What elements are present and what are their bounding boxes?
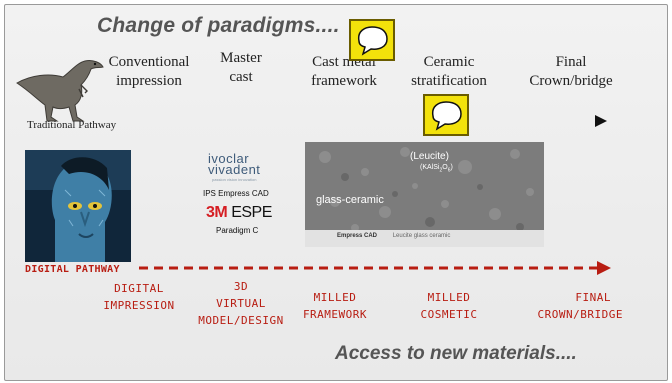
logo-line: ivoclar <box>208 151 250 166</box>
trad-step-master-cast: Master cast <box>211 49 271 87</box>
avatar-portrait <box>25 150 131 262</box>
trad-step-ceramic-stratification: Ceramic stratification <box>399 53 499 91</box>
trad-step-line: framework <box>311 73 377 89</box>
sem-glass-ceramic-label: glass-ceramic <box>316 194 384 206</box>
traditional-pathway-label: Traditional Pathway <box>27 119 117 131</box>
trad-step-line: impression <box>116 73 182 89</box>
sem-formula-label: (KAlSi2O6) <box>420 164 453 173</box>
digital-step-impression: DIGITAL IMPRESSION <box>99 280 179 314</box>
slide: Change of paradigms.... Conventional imp… <box>4 4 668 381</box>
digital-step-milled-framework: MILLED FRAMEWORK <box>295 289 375 323</box>
vendor-logos: ivoclar vivadent passion vision innovati… <box>198 151 298 243</box>
formula-sub: 6 <box>447 167 451 174</box>
trad-step-conventional-impression: Conventional impression <box>103 53 195 91</box>
digital-step-final-crown: FINAL CROWN/BRIDGE <box>519 289 623 323</box>
sem-micrograph: (Leucite) (KAlSi2O6) glass-ceramic Empre… <box>305 142 544 247</box>
ivoclar-vivadent-logo: ivoclar vivadent <box>208 151 261 177</box>
logo-3m: 3M <box>206 204 228 221</box>
formula-sub: 2 <box>439 167 443 174</box>
formula-part: ) <box>450 164 453 171</box>
paradigm-c-label: Paradigm C <box>216 226 259 235</box>
slide-title: Change of paradigms.... <box>97 14 340 37</box>
3m-espe-logo: 3M ESPE <box>206 204 272 222</box>
digital-step-line: COSMETIC <box>420 308 478 321</box>
sem-caption-sub: Leucite glass ceramic <box>392 233 451 239</box>
speech-bubble-icon <box>349 19 395 61</box>
digital-step-line: MODEL/DESIGN <box>198 314 284 327</box>
traditional-pathway-arrow <box>147 115 607 127</box>
slide-footer: Access to new materials.... <box>335 343 577 364</box>
logo-espe: ESPE <box>231 204 272 221</box>
digital-step-line: MILLED <box>313 291 357 304</box>
digital-step-line: 3D <box>233 280 249 293</box>
ivoclar-tagline: passion vision innovation <box>212 177 257 182</box>
digital-step-line: FRAMEWORK <box>302 308 368 321</box>
logo-line: vivadent <box>208 162 261 177</box>
digital-step-line: IMPRESSION <box>103 299 175 312</box>
digital-step-milled-cosmetic: MILLED COSMETIC <box>411 289 487 323</box>
digital-step-line: VIRTUAL <box>216 297 266 310</box>
digital-pathway-label: DIGITAL PATHWAY <box>25 264 120 275</box>
digital-step-line: CROWN/BRIDGE <box>537 308 623 321</box>
trad-step-line: cast <box>229 69 253 85</box>
dinosaur-icon <box>16 60 104 122</box>
formula-part: (KAlSi <box>420 164 440 171</box>
sem-caption: Empress CAD Leucite glass ceramic <box>337 233 450 239</box>
trad-step-line: Master <box>220 50 262 66</box>
sem-leucite-label: (Leucite) <box>410 151 449 162</box>
trad-step-line: Final <box>555 54 587 70</box>
trad-step-line: Conventional <box>108 54 190 70</box>
trad-step-final-crown: Final Crown/bridge <box>521 53 621 91</box>
ips-empress-label: IPS Empress CAD <box>203 189 269 198</box>
trad-step-line: Ceramic <box>423 54 475 70</box>
digital-step-line: FINAL <box>575 291 611 304</box>
formula-part: O <box>442 164 448 171</box>
digital-step-3d-model: 3D VIRTUAL MODEL/DESIGN <box>191 278 291 329</box>
digital-step-line: MILLED <box>427 291 471 304</box>
digital-step-line: DIGITAL <box>114 282 164 295</box>
digital-pathway-arrow <box>139 261 611 275</box>
trad-step-line: Crown/bridge <box>529 73 613 89</box>
trad-step-line: stratification <box>411 73 487 89</box>
sem-caption-main: Empress CAD <box>337 233 378 239</box>
